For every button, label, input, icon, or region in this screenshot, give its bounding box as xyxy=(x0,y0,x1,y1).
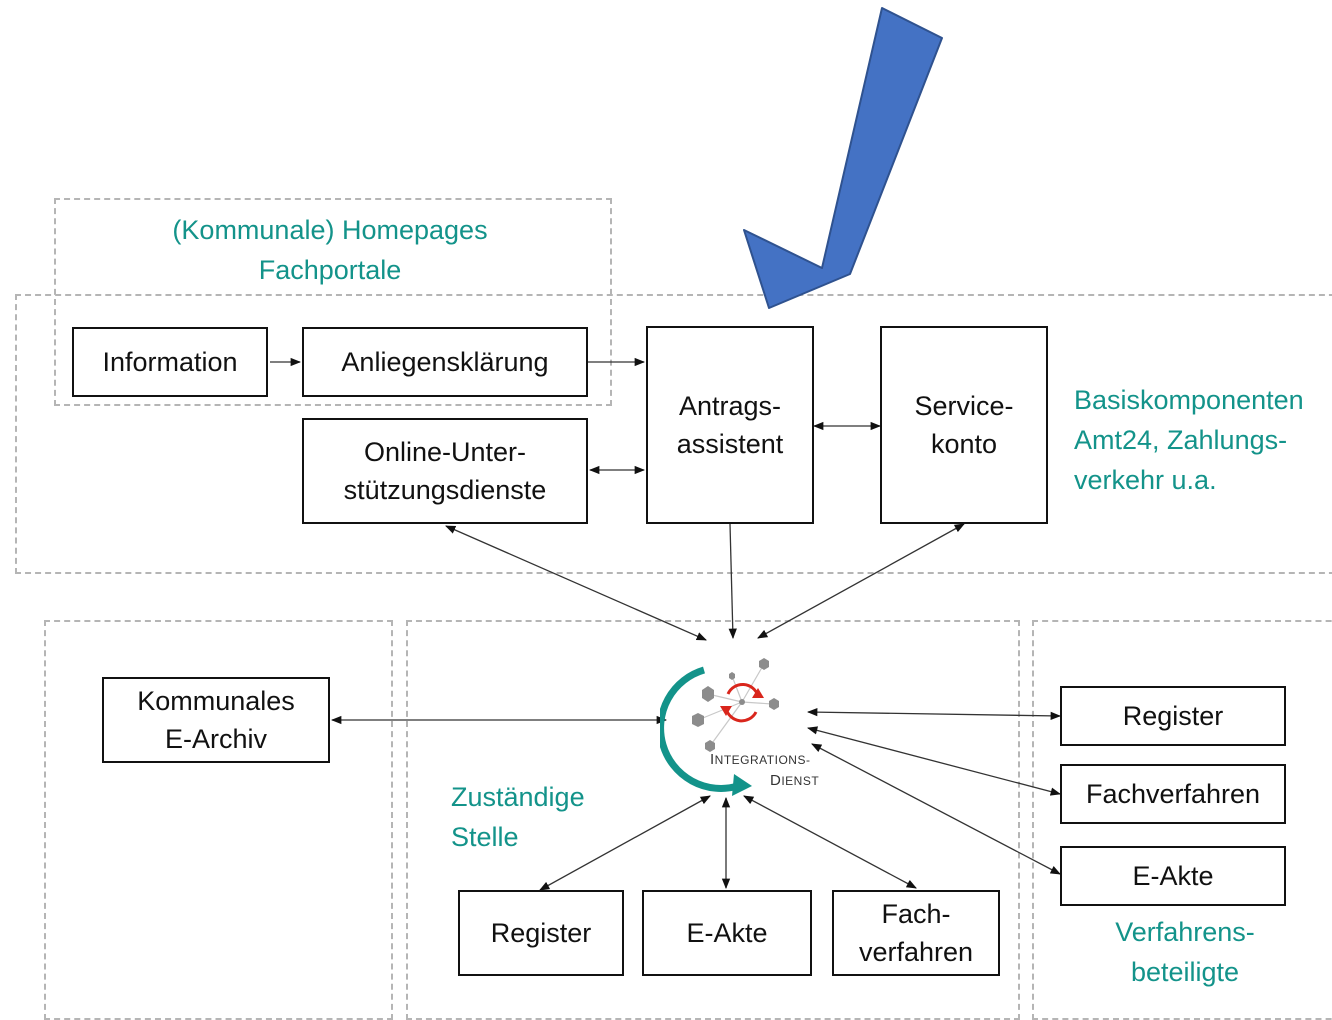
arrow-hub-eakte-right xyxy=(811,743,1061,875)
box-fachverfahren-bottom: Fach- verfahren xyxy=(832,890,1000,976)
basis-label: Basiskomponenten Amt24, Zahlungs- verkeh… xyxy=(1074,385,1304,495)
box-register-bottom: Register xyxy=(458,890,624,976)
connectors xyxy=(270,357,1062,891)
portals-label: (Kommunale) Homepages Fachportale xyxy=(172,215,488,285)
arrow-service-hub xyxy=(757,523,965,639)
integration-cycle-icon xyxy=(660,658,779,796)
box-information: Information xyxy=(72,327,268,397)
box-eakte-bottom: E-Akte xyxy=(642,890,812,976)
box-anliegensklaerung: Anliegensklärung xyxy=(302,327,588,397)
hub-label-line1: INTEGRATIONS- xyxy=(710,751,811,768)
box-online-unterstuetzung: Online-Unter- stützungsdienste xyxy=(302,418,588,524)
portals-zone xyxy=(54,198,612,406)
box-register-right: Register xyxy=(1060,686,1286,746)
verfahren-label: Verfahrens- beteiligte xyxy=(1115,917,1255,987)
arrow-antrag-hub xyxy=(728,523,737,640)
box-servicekonto: Service- konto xyxy=(880,326,1048,524)
box-antragsassistent: Antrags- assistent xyxy=(646,326,814,524)
arrow-hub-fach-bottom xyxy=(743,795,917,889)
arrow-hub-register-right xyxy=(806,707,1062,721)
box-kommunales-earchiv: Kommunales E-Archiv xyxy=(102,677,330,763)
box-eakte-right: E-Akte xyxy=(1060,846,1286,906)
box-fachverfahren-right: Fachverfahren xyxy=(1060,764,1286,824)
hub-label-line2: DIENST xyxy=(770,772,820,789)
arrow-online-hub xyxy=(445,525,707,641)
architecture-diagram: (Kommunale) Homepages Fachportale Basisk… xyxy=(15,7,1332,1020)
arrow-hub-register-bottom xyxy=(539,795,711,891)
